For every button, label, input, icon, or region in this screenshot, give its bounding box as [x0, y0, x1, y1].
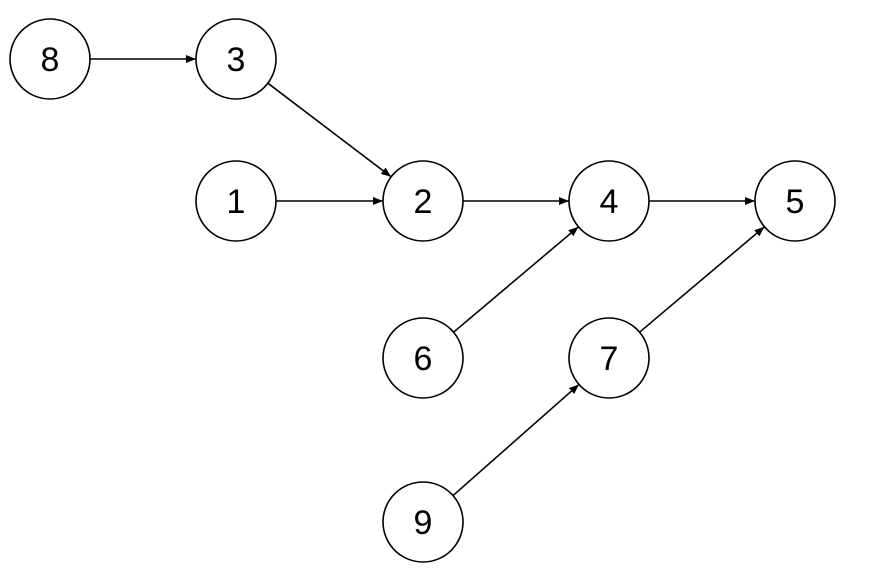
- node-label: 6: [414, 340, 433, 378]
- node-circle: [568, 160, 650, 242]
- node-circle: [9, 18, 91, 100]
- node-circle: [382, 481, 464, 563]
- node-6: 6: [382, 317, 464, 399]
- node-8: 8: [9, 18, 91, 100]
- node-label: 7: [600, 340, 619, 378]
- edge-3-to-2: [267, 82, 392, 178]
- node-circle: [195, 160, 277, 242]
- node-2: 2: [382, 160, 464, 242]
- node-label: 4: [600, 183, 619, 221]
- node-circle: [382, 317, 464, 399]
- node-label: 8: [41, 41, 60, 79]
- edge-6-to-4: [453, 226, 579, 333]
- node-label: 1: [227, 183, 246, 221]
- edge-9-to-7: [452, 383, 580, 497]
- node-label: 2: [414, 183, 433, 221]
- edges-layer: [90, 55, 765, 497]
- node-label: 3: [227, 41, 246, 79]
- node-9: 9: [382, 481, 464, 563]
- node-5: 5: [754, 160, 836, 242]
- node-7: 7: [568, 317, 650, 399]
- node-circle: [195, 18, 277, 100]
- node-circle: [568, 317, 650, 399]
- node-4: 4: [568, 160, 650, 242]
- node-1: 1: [195, 160, 277, 242]
- node-circle: [754, 160, 836, 242]
- node-label: 5: [786, 183, 805, 221]
- edge-7-to-5: [639, 226, 765, 333]
- node-3: 3: [195, 18, 277, 100]
- node-circle: [382, 160, 464, 242]
- nodes-layer: 8 3 1 2 4 5 6 7 9: [9, 18, 836, 563]
- node-label: 9: [414, 504, 433, 542]
